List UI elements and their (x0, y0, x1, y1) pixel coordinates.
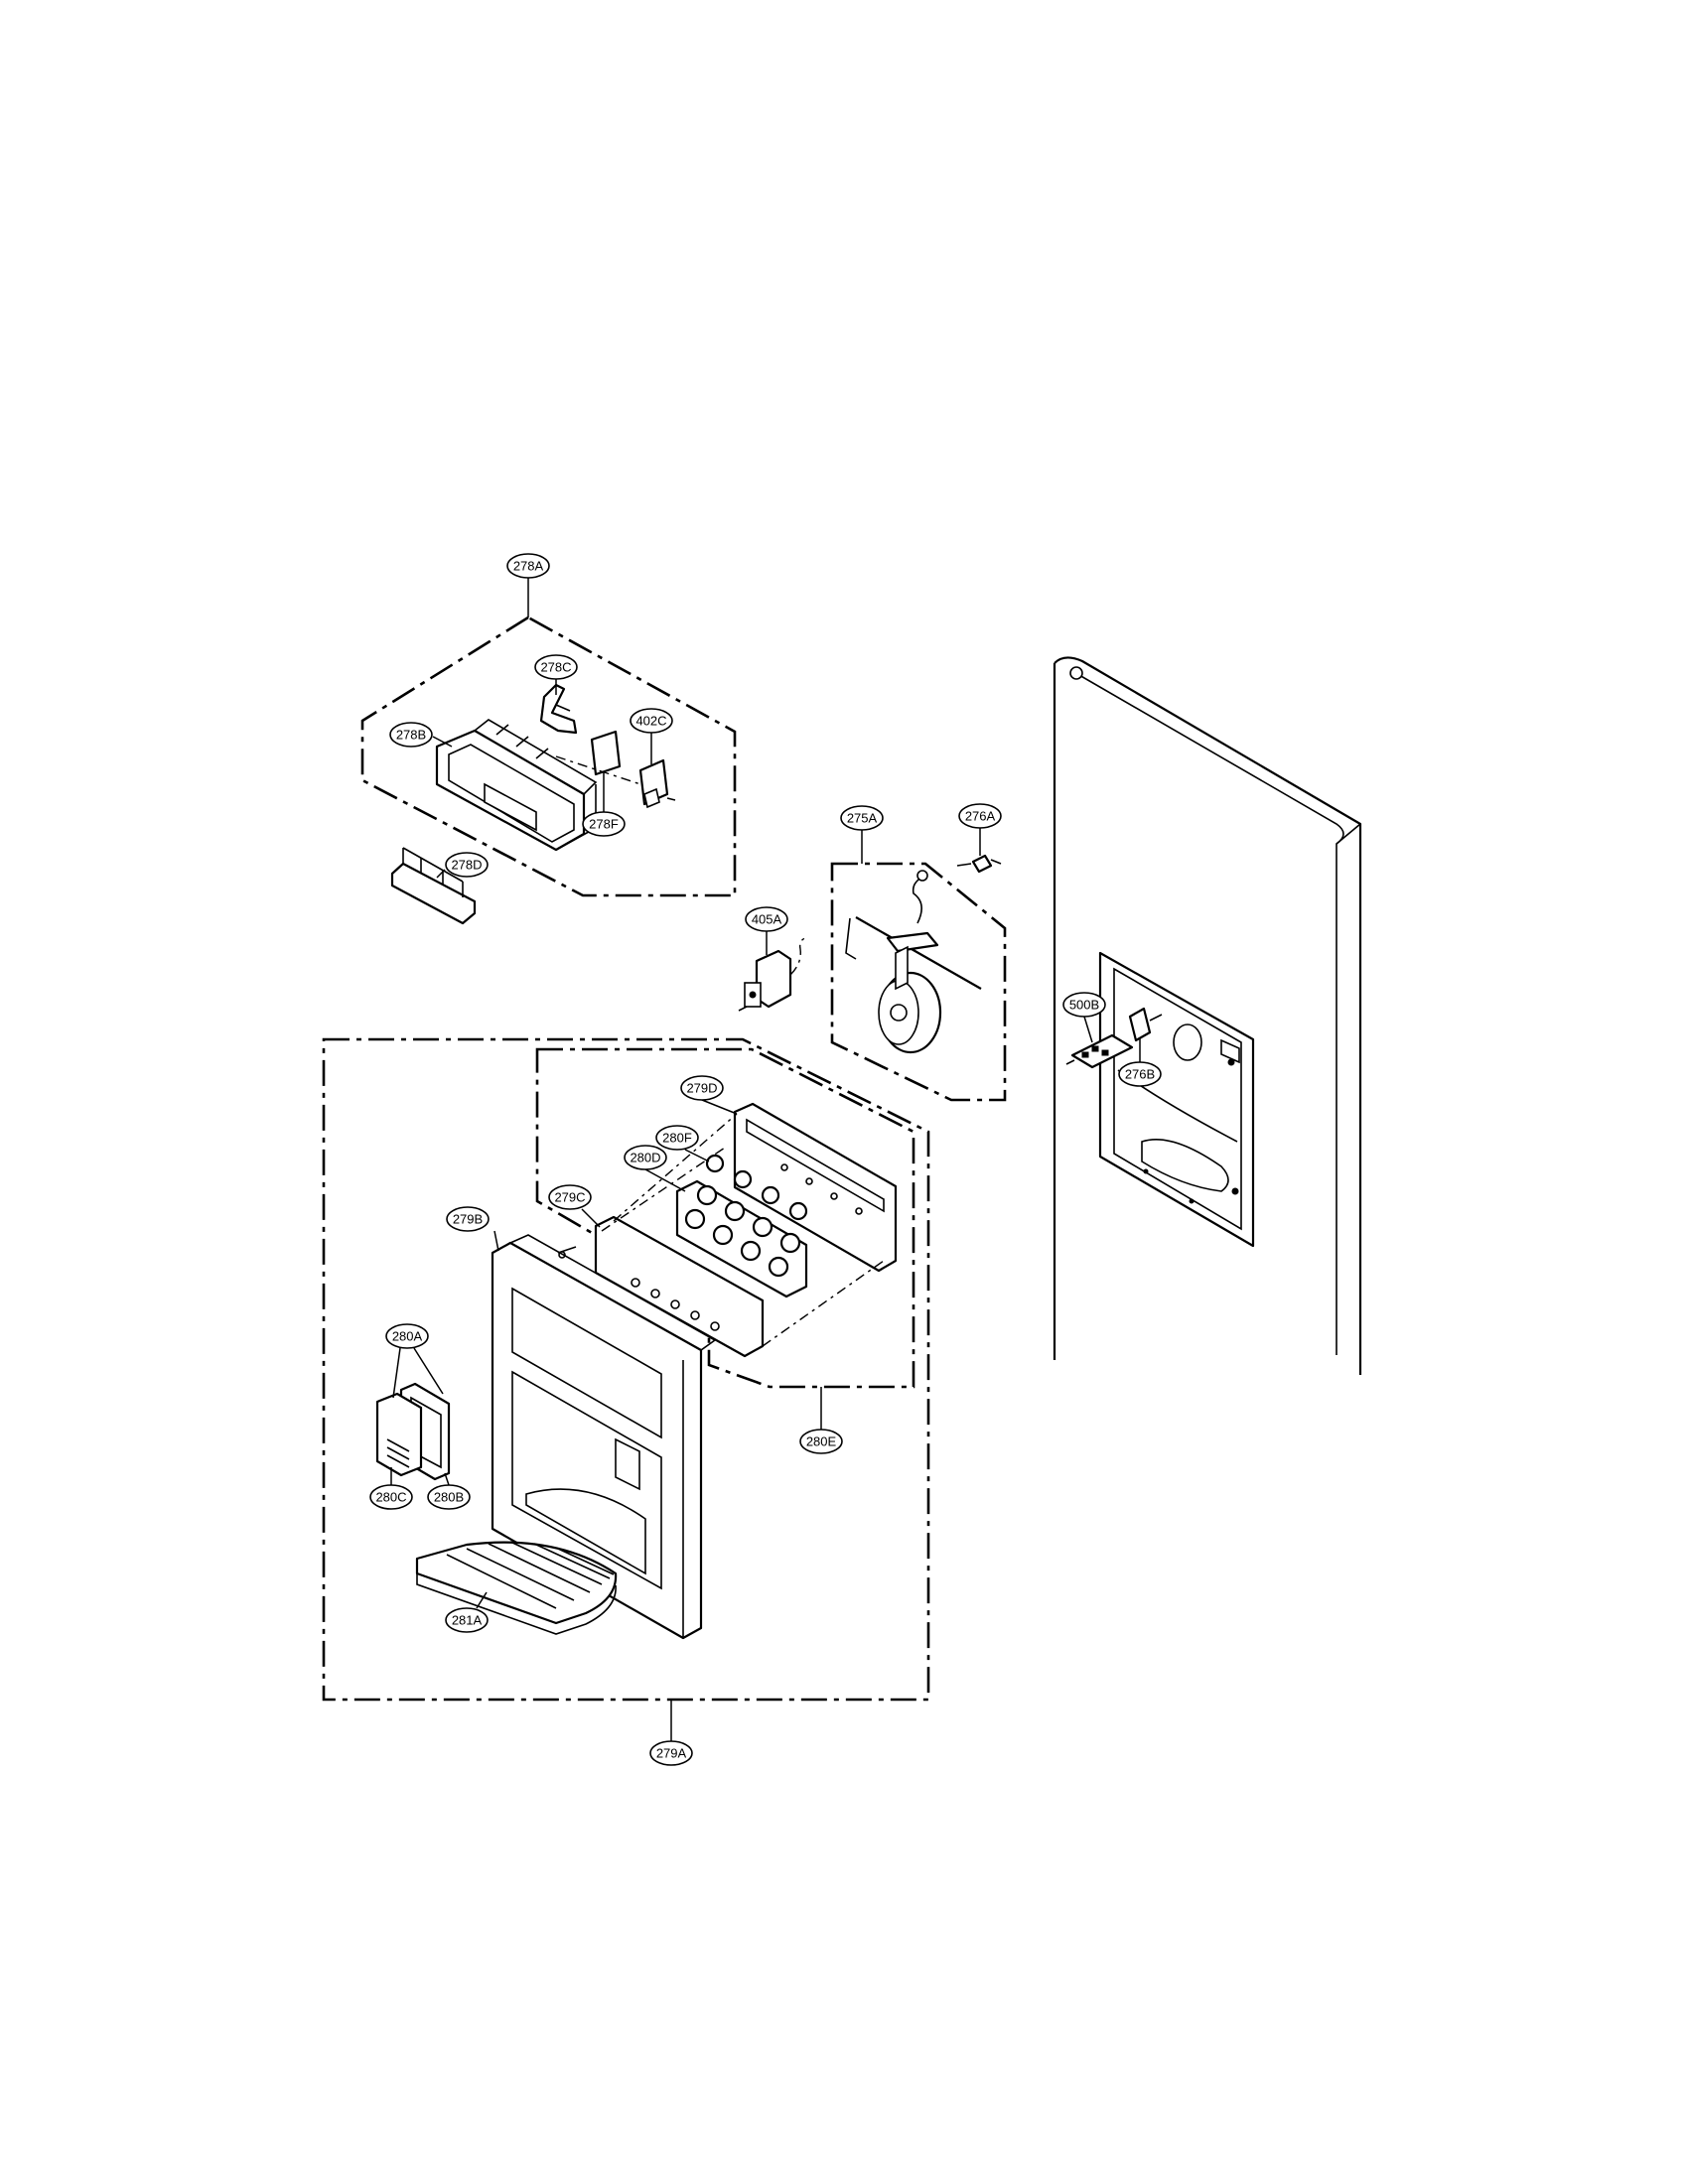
part-280F-knobs (705, 1154, 808, 1221)
part-279D-frame (733, 1102, 898, 1273)
leader-lines (390, 578, 1141, 1741)
callout-278A-label: 278A (513, 559, 544, 574)
callout-278F: 278F (582, 811, 626, 837)
callout-280D: 280D (624, 1145, 667, 1170)
callout-280B-label: 280B (434, 1490, 464, 1505)
callout-280A-label: 280A (392, 1329, 423, 1344)
part-279C-panel (557, 1215, 765, 1358)
group-outline-278A (360, 615, 737, 897)
part-405A-solenoid (738, 936, 809, 1012)
callout-278D: 278D (445, 852, 489, 878)
callout-280C: 280C (369, 1484, 413, 1510)
callout-278B: 278B (389, 722, 433, 748)
callout-280E: 280E (799, 1429, 843, 1454)
callout-278C: 278C (534, 654, 578, 680)
callout-278D-label: 278D (451, 858, 482, 873)
callout-279D-label: 279D (686, 1081, 717, 1096)
callout-280B: 280B (427, 1484, 471, 1510)
callout-280D-label: 280D (630, 1151, 660, 1165)
callout-279A: 279A (649, 1740, 693, 1766)
callout-278A: 278A (506, 553, 550, 579)
part-280C-pad (375, 1392, 423, 1477)
part-500B-pcb (1065, 1033, 1134, 1069)
callout-280A: 280A (385, 1323, 429, 1349)
callout-278C-label: 278C (540, 660, 571, 675)
callout-405A-label: 405A (752, 912, 782, 927)
callout-279A-label: 279A (656, 1746, 687, 1761)
group-outline-275A (830, 862, 1007, 1102)
part-278F-pad (590, 730, 622, 776)
callout-280F-label: 280F (662, 1131, 692, 1146)
part-278D-bracket (390, 847, 477, 925)
group-outline-280E (535, 1047, 915, 1389)
callout-278F-label: 278F (589, 817, 619, 832)
callout-280C-label: 280C (375, 1490, 406, 1505)
part-276A-clip (956, 854, 1002, 874)
part-275A-motor (845, 870, 982, 1054)
callout-281A: 281A (445, 1607, 489, 1633)
callout-276B-label: 276B (1125, 1067, 1155, 1082)
callout-279C-label: 279C (554, 1190, 585, 1205)
callout-276A: 276A (958, 803, 1002, 829)
callout-278B-label: 278B (396, 728, 426, 743)
callout-275A: 275A (840, 805, 884, 831)
callout-402C: 402C (630, 708, 673, 734)
part-279B-front-frame (491, 1234, 717, 1640)
callout-279B-label: 279B (453, 1212, 483, 1227)
callout-279B: 279B (446, 1206, 490, 1232)
callout-405A: 405A (745, 906, 788, 932)
assembly-line-278 (555, 755, 641, 785)
callout-275A-label: 275A (847, 811, 878, 826)
part-281A-drip-tray (415, 1541, 618, 1635)
group-outline-279A (322, 1037, 930, 1702)
callout-276B: 276B (1118, 1061, 1162, 1087)
assembly-lines-280E (601, 1113, 885, 1347)
callout-402C-label: 402C (635, 714, 666, 729)
callout-280E-label: 280E (806, 1434, 837, 1449)
callout-280F: 280F (655, 1125, 699, 1151)
callout-500B-label: 500B (1069, 998, 1099, 1013)
part-278C-lever (539, 683, 578, 735)
callout-279D: 279D (680, 1075, 724, 1101)
callout-500B: 500B (1062, 992, 1106, 1018)
part-280D-pcb (675, 1179, 808, 1298)
callout-276A-label: 276A (965, 809, 996, 824)
callout-281A-label: 281A (452, 1613, 483, 1628)
part-276B-holder (1128, 1007, 1163, 1042)
callout-279C: 279C (548, 1184, 592, 1210)
part-402C-switch (638, 758, 676, 809)
